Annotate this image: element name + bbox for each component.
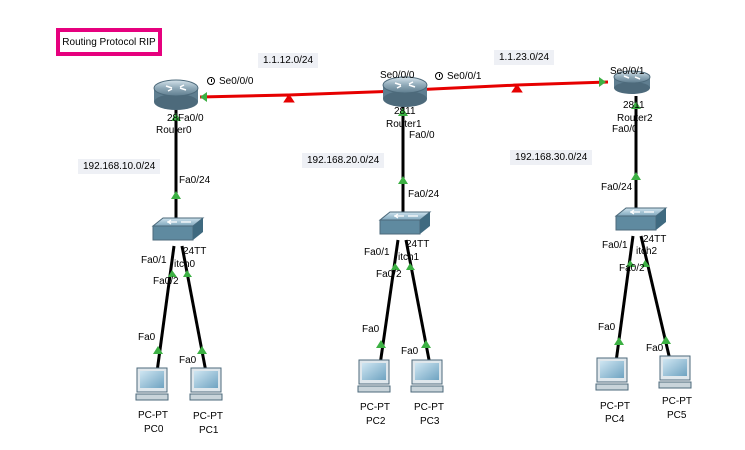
pc3-name: PC3 xyxy=(420,416,440,427)
link-up-indicator xyxy=(391,263,400,270)
title-text: Routing Protocol RIP xyxy=(62,36,156,48)
link-up-indicator xyxy=(614,337,624,345)
port-name: Se0/0/1 xyxy=(447,71,482,82)
switch2-model: 24TT xyxy=(643,234,667,245)
switch1-name: itch1 xyxy=(398,252,420,263)
link-up-indicator xyxy=(641,260,650,267)
link-up-indicator xyxy=(421,340,431,348)
switch0-name: itch0 xyxy=(174,259,196,270)
lan-network-label: 192.168.20.0/24 xyxy=(302,153,385,168)
port-label-sw2-p2: Fa0/2 xyxy=(619,263,645,274)
link-up-indicator xyxy=(631,101,641,109)
link-up-indicator xyxy=(168,270,177,277)
pc5-name: PC5 xyxy=(667,410,687,421)
port-label-sw0-p2: Fa0/2 xyxy=(153,276,179,287)
pc2-name: PC2 xyxy=(366,416,386,427)
switch-icon[interactable] xyxy=(378,211,432,235)
switch0-model: 24TT xyxy=(183,246,207,257)
pc0-type: PC-PT xyxy=(138,410,168,421)
switch2-name: itch2 xyxy=(636,246,658,257)
pc1-type: PC-PT xyxy=(193,411,223,422)
router1-model: 2811 xyxy=(394,106,416,117)
port-label-pc1: Fa0 xyxy=(179,355,197,366)
lan-network-label: 192.168.10.0/24 xyxy=(78,159,161,174)
pc-icon[interactable] xyxy=(189,367,223,401)
wan-network-label: 1.1.12.0/24 xyxy=(258,53,319,68)
switch-icon[interactable] xyxy=(151,217,205,241)
link-up-indicator xyxy=(197,346,207,354)
port-label-sw1-uplink: Fa0/24 xyxy=(408,189,440,200)
pc-icon[interactable] xyxy=(410,359,444,393)
port-label-sw1-p1: Fa0/1 xyxy=(364,247,390,258)
pc1-name: PC1 xyxy=(199,425,219,436)
link-up-indicator xyxy=(376,340,386,348)
link-up-indicator xyxy=(631,172,641,180)
port-label-sw2-uplink: Fa0/24 xyxy=(601,182,633,193)
link-up-indicator xyxy=(406,263,415,270)
serial-link-r1-r2[interactable] xyxy=(411,80,609,93)
router0-model: 28 xyxy=(167,113,179,124)
port-label-pc5: Fa0 xyxy=(646,343,664,354)
port-label-pc4: Fa0 xyxy=(598,322,616,333)
router-icon[interactable] xyxy=(613,70,651,94)
serial-link-r0-r1[interactable] xyxy=(199,89,401,103)
port-label-r1-se0: Se0/0/0 xyxy=(380,70,415,81)
router2-model: 2811 xyxy=(623,100,645,111)
port-label-pc2: Fa0 xyxy=(362,324,380,335)
router2-name: Router2 xyxy=(617,113,653,124)
link-up-indicator xyxy=(171,191,181,199)
link-up-indicator xyxy=(398,176,408,184)
port-label-r0-serial: Se0/0/0 xyxy=(207,76,253,88)
port-label-r2-fa: Fa0/0 xyxy=(612,124,638,135)
port-label-r1-se1: Se0/0/1 xyxy=(435,71,481,83)
link-up-indicator xyxy=(626,260,635,267)
link-up-indicator xyxy=(599,77,606,87)
pc-icon[interactable] xyxy=(135,367,169,401)
port-label-r1-fa: Fa0/0 xyxy=(409,130,435,141)
link-up-indicator xyxy=(171,113,181,121)
router-icon[interactable] xyxy=(382,76,428,107)
port-label-sw0-uplink: Fa0/24 xyxy=(179,175,211,186)
pc4-name: PC4 xyxy=(605,414,625,425)
router0-name: Router0 xyxy=(156,125,192,136)
topology-title: Routing Protocol RIP xyxy=(56,28,162,56)
pc-icon[interactable] xyxy=(357,359,391,393)
port-label-sw2-p1: Fa0/1 xyxy=(602,240,628,251)
router-icon[interactable] xyxy=(153,79,199,110)
port-label-r0-fa: Fa0/0 xyxy=(178,113,204,124)
pc4-type: PC-PT xyxy=(600,401,630,412)
port-label-sw0-p1: Fa0/1 xyxy=(141,255,167,266)
pc-icon[interactable] xyxy=(658,355,692,389)
link-up-indicator xyxy=(398,108,408,116)
link-up-indicator xyxy=(183,270,192,277)
pc3-type: PC-PT xyxy=(414,402,444,413)
pc0-name: PC0 xyxy=(144,424,164,435)
port-name: Se0/0/0 xyxy=(219,76,254,87)
link-up-indicator xyxy=(200,92,207,102)
link-up-indicator xyxy=(661,336,671,344)
port-label-pc0: Fa0 xyxy=(138,332,156,343)
lan-network-label: 192.168.30.0/24 xyxy=(510,150,593,165)
clock-icon xyxy=(207,77,215,85)
switch-icon[interactable] xyxy=(614,207,668,231)
port-label-pc3: Fa0 xyxy=(401,346,419,357)
port-label-sw1-p2: Fa0/2 xyxy=(376,269,402,280)
link-up-indicator xyxy=(153,346,163,354)
pc-icon[interactable] xyxy=(595,357,629,391)
pc2-type: PC-PT xyxy=(360,402,390,413)
port-label-r2-serial: Se0/0/1 xyxy=(610,66,645,77)
serial-links xyxy=(199,80,609,103)
router1-name: Router1 xyxy=(386,119,422,130)
wan-network-label: 1.1.23.0/24 xyxy=(494,50,555,65)
clock-icon xyxy=(435,72,443,80)
pc5-type: PC-PT xyxy=(662,396,692,407)
switch1-model: 24TT xyxy=(406,239,430,250)
